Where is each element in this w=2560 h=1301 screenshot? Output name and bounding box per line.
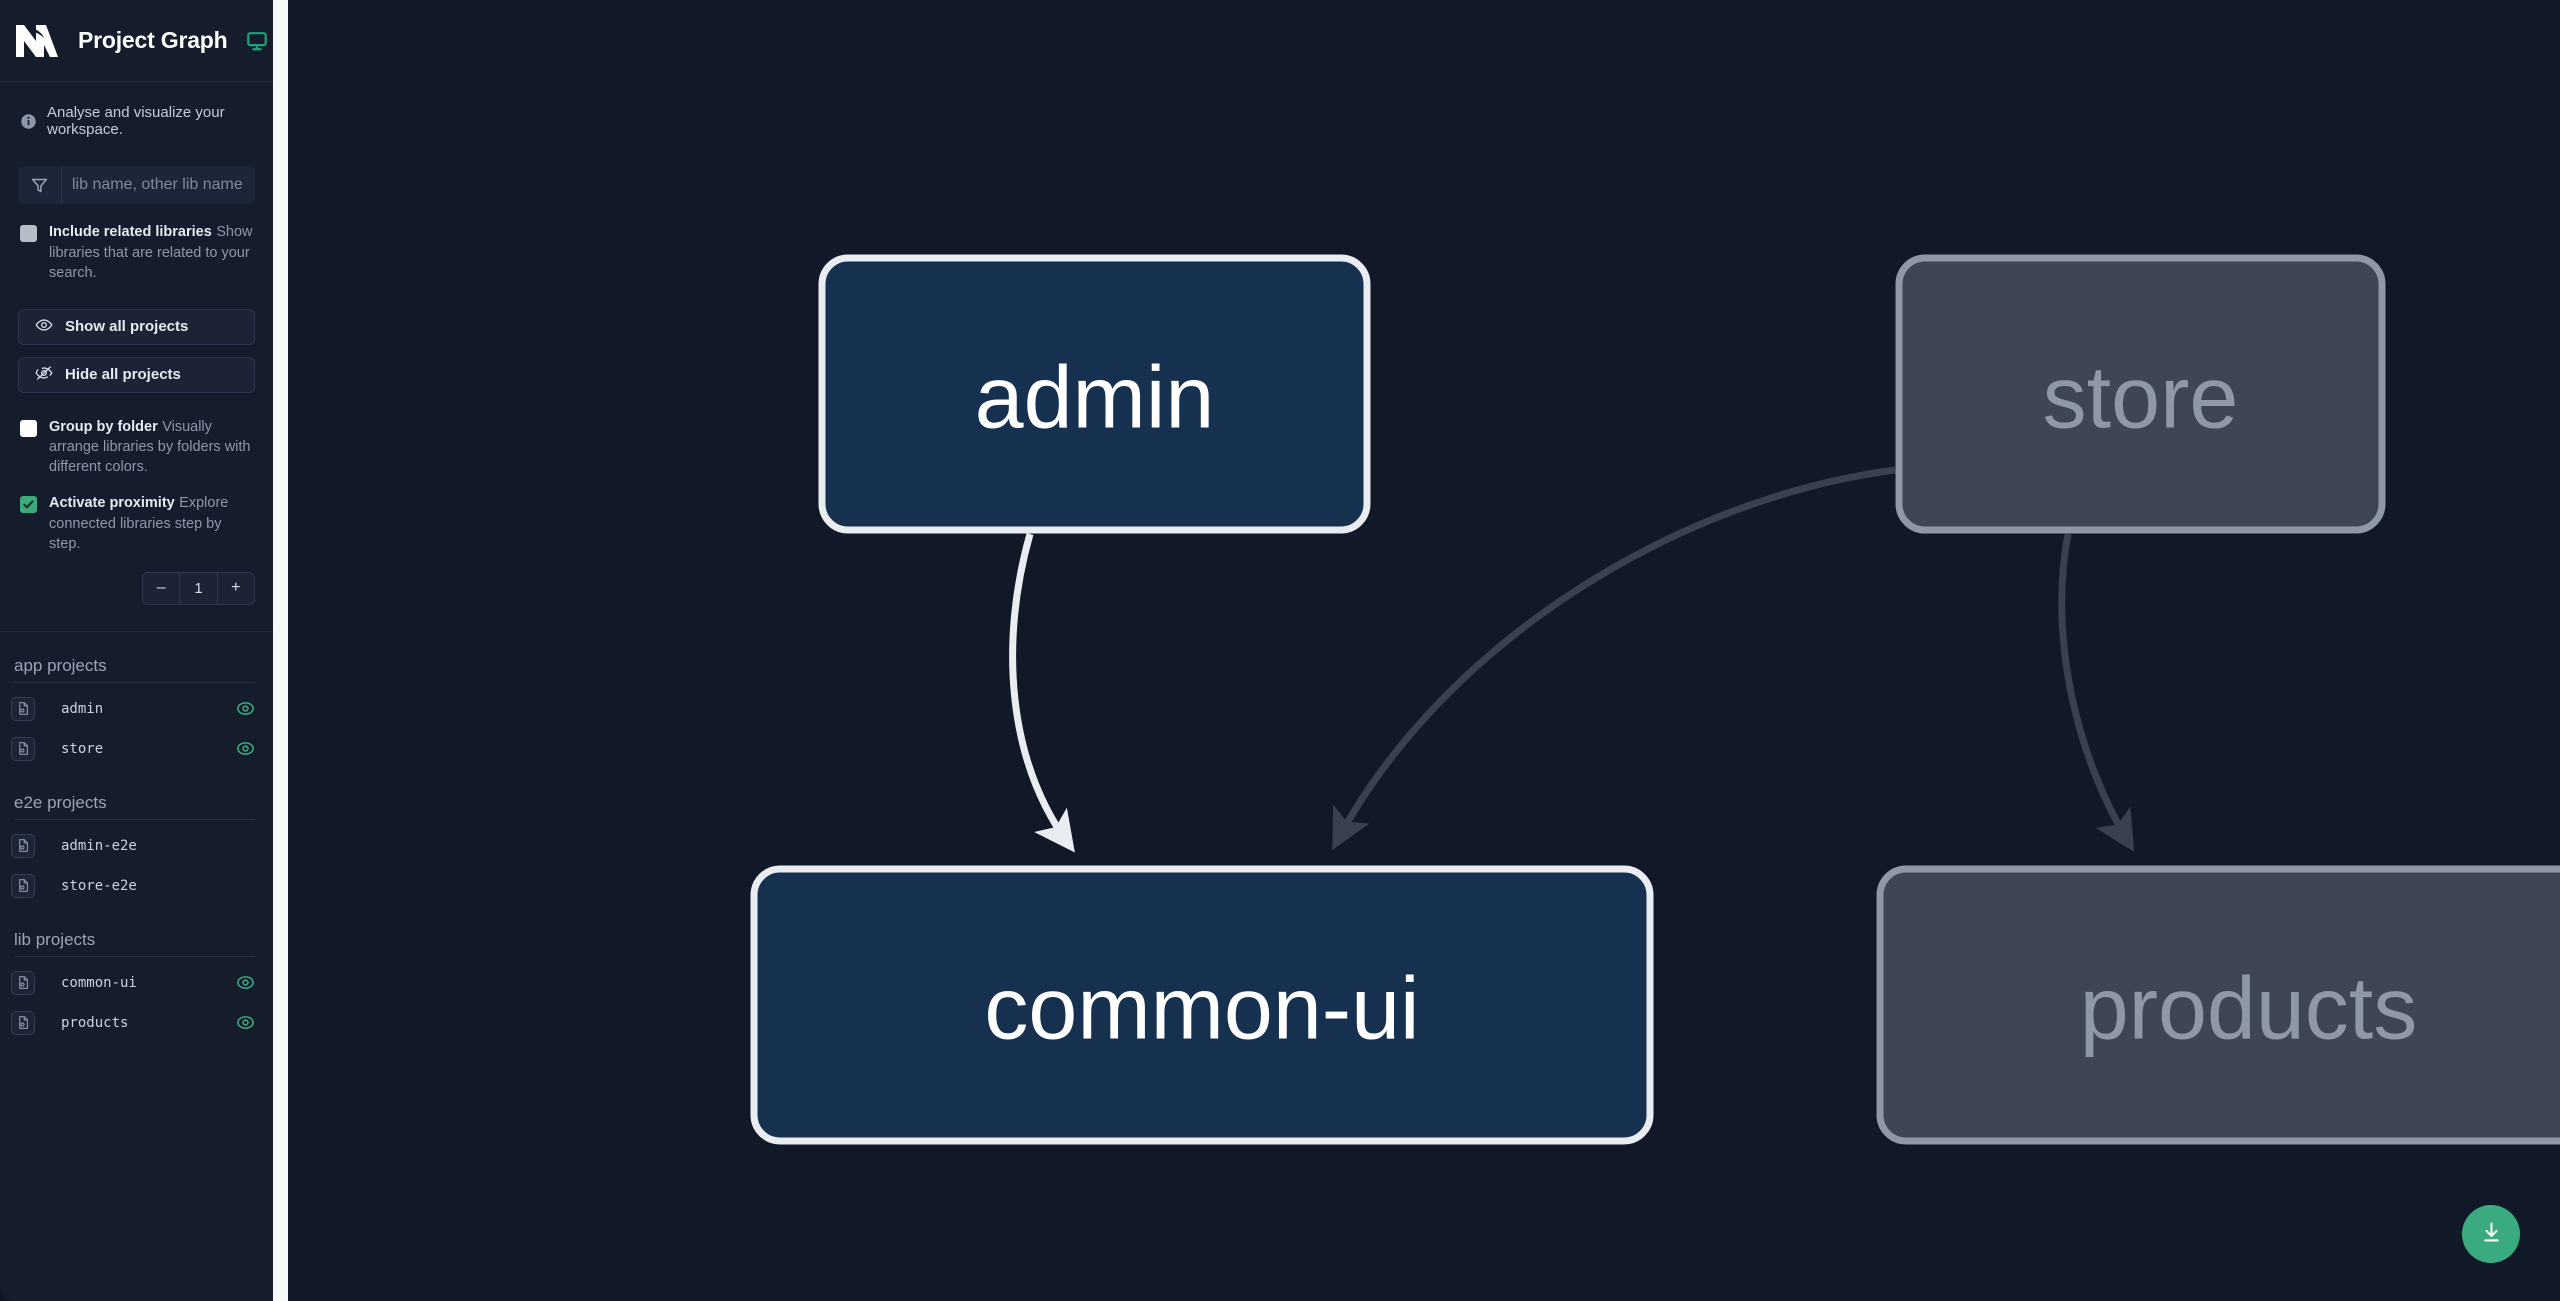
hide-all-projects-button[interactable]: Hide all projects bbox=[18, 356, 255, 393]
eye-icon[interactable] bbox=[236, 1013, 255, 1032]
include-related-description: Show libraries that are related to your … bbox=[49, 224, 253, 281]
graph-node-admin[interactable]: admin bbox=[818, 254, 1371, 534]
project-group-rule bbox=[14, 818, 255, 820]
option-activate-proximity[interactable]: Activate proximity Explore connected lib… bbox=[0, 477, 273, 554]
proximity-value: 1 bbox=[179, 572, 216, 604]
include-related-label: Include related libraries bbox=[49, 224, 212, 240]
tagline-text: Analyse and visualize your workspace. bbox=[47, 104, 225, 138]
graph-node-label: admin bbox=[975, 348, 1215, 447]
graph-node-box[interactable] bbox=[1876, 865, 2560, 1145]
project-group-title: app projects bbox=[14, 655, 107, 675]
search-input[interactable] bbox=[62, 166, 255, 204]
project-file-icon bbox=[11, 1010, 35, 1035]
show-all-projects-label: Show all projects bbox=[65, 318, 189, 336]
project-group-title: e2e projects bbox=[14, 792, 107, 812]
proximity-increment-button[interactable]: + bbox=[216, 572, 254, 604]
graph-node-box[interactable] bbox=[1895, 254, 2386, 534]
group-by-folder-label: Group by folder bbox=[49, 418, 158, 435]
activate-proximity-checkbox[interactable] bbox=[20, 496, 37, 514]
project-file-icon bbox=[11, 833, 35, 858]
project-list-item[interactable]: admin bbox=[0, 689, 273, 729]
download-graph-button[interactable] bbox=[2462, 1205, 2520, 1263]
graph-edge-admin-to-common-ui bbox=[1009, 533, 1075, 853]
project-list-item[interactable]: admin-e2e bbox=[0, 826, 273, 866]
group-by-folder-description: Visually arrange libraries by folders wi… bbox=[49, 418, 251, 476]
sidebar-header: Project Graph bbox=[0, 0, 273, 82]
graph-edge-store-to-common-ui bbox=[1332, 466, 1896, 851]
group-by-folder-checkbox[interactable] bbox=[20, 419, 37, 437]
eye-off-icon bbox=[35, 364, 53, 386]
project-list-item[interactable]: common-ui bbox=[0, 963, 273, 1003]
activate-proximity-description: Explore connected libraries step by step… bbox=[49, 495, 229, 552]
project-group-rule bbox=[14, 681, 255, 683]
page-title: Project Graph bbox=[78, 27, 228, 53]
graph-node-label: store bbox=[2043, 348, 2239, 447]
project-list-item-label: admin bbox=[61, 700, 104, 717]
hide-all-projects-label: Hide all projects bbox=[65, 366, 181, 384]
project-list-item[interactable]: store-e2e bbox=[0, 866, 273, 906]
filter-funnel-icon bbox=[18, 166, 62, 204]
include-related-checkbox[interactable] bbox=[20, 225, 37, 242]
project-file-icon bbox=[11, 736, 35, 761]
graph-node-products[interactable]: products bbox=[1876, 865, 2560, 1145]
project-graph-svg: admin store common-ui products bbox=[750, 254, 2560, 1145]
project-file-icon bbox=[11, 696, 35, 721]
proximity-decrement-button[interactable]: – bbox=[156, 579, 166, 597]
graph-node-box[interactable] bbox=[750, 865, 1654, 1145]
eye-icon bbox=[35, 316, 53, 338]
eye-icon[interactable] bbox=[236, 739, 255, 758]
project-list-item-label: store-e2e bbox=[61, 877, 137, 894]
activate-proximity-label: Activate proximity bbox=[49, 495, 175, 512]
project-list-item-label: admin-e2e bbox=[61, 837, 137, 854]
project-list-item-label: products bbox=[61, 1014, 129, 1031]
graph-node-box[interactable] bbox=[818, 254, 1371, 534]
info-circle-icon bbox=[20, 113, 37, 130]
project-list-item[interactable]: store bbox=[0, 729, 273, 769]
sidebar-resize-rail[interactable] bbox=[273, 0, 288, 1301]
project-list-item-label: common-ui bbox=[61, 974, 137, 991]
project-file-icon bbox=[11, 873, 35, 898]
project-file-icon bbox=[11, 970, 35, 995]
eye-icon[interactable] bbox=[236, 699, 255, 718]
option-group-by-folder[interactable]: Group by folder Visually arrange librari… bbox=[0, 393, 273, 478]
sidebar-tagline: Analyse and visualize your workspace. bbox=[0, 82, 273, 146]
show-all-projects-button[interactable]: Show all projects bbox=[18, 308, 255, 345]
graph-node-label: products bbox=[2080, 959, 2418, 1058]
graph-nodes: admin store common-ui products bbox=[750, 254, 2560, 1145]
sidebar-divider bbox=[0, 630, 273, 632]
proximity-stepper[interactable]: – 1 + bbox=[142, 571, 255, 605]
sidebar: Project Graph Analyse and visualize your… bbox=[0, 0, 273, 1301]
graph-node-store[interactable]: store bbox=[1895, 254, 2386, 534]
graph-node-label: common-ui bbox=[984, 959, 1419, 1058]
project-group-title: lib projects bbox=[14, 929, 96, 949]
search-bar[interactable] bbox=[18, 166, 255, 204]
monitor-icon[interactable] bbox=[246, 30, 268, 52]
graph-canvas[interactable]: admin store common-ui products bbox=[288, 0, 2560, 1301]
project-group-rule bbox=[14, 955, 255, 957]
graph-edges bbox=[1009, 466, 2135, 853]
eye-icon[interactable] bbox=[236, 973, 255, 992]
graph-edge-store-to-products bbox=[2058, 533, 2135, 852]
option-include-related[interactable]: Include related libraries Show libraries… bbox=[0, 204, 273, 283]
graph-node-common-ui[interactable]: common-ui bbox=[750, 865, 1654, 1145]
project-list: app projects admin store e2e projects admin-… bbox=[0, 632, 273, 1043]
project-list-item[interactable]: products bbox=[0, 1003, 273, 1043]
project-list-item-label: store bbox=[61, 740, 104, 757]
nx-logo-icon bbox=[14, 21, 60, 61]
download-icon bbox=[2479, 1220, 2504, 1248]
